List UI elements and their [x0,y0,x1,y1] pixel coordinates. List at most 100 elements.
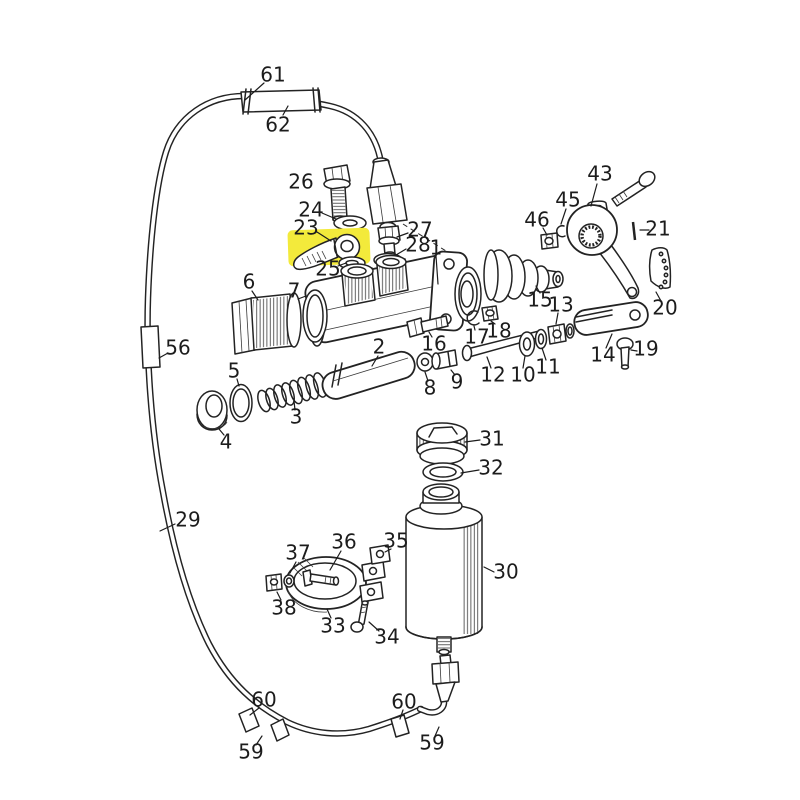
part-label-29: 29 [175,508,200,532]
lever-23 [293,233,361,271]
part-label-9: 9 [451,370,464,394]
pin-21 [631,221,637,241]
leader-line-28 [395,248,407,256]
part-label-61: 61 [260,63,285,87]
leader-line-29 [159,523,176,532]
reservoir-30 [405,483,483,656]
leader-line-8 [424,371,429,382]
pipe-sleeve-61 [240,87,322,115]
leader-line-38 [276,591,282,601]
leader-line-59 [434,726,440,737]
clip-45 [556,224,566,238]
leader-line-56 [158,352,169,359]
part-label-60: 60 [391,690,416,714]
leader-line-4 [218,428,225,436]
leader-line-3 [293,400,296,411]
part-label-15: 15 [527,288,552,312]
part-label-35: 35 [383,529,408,553]
leader-line-59 [255,735,263,746]
part-label-2: 2 [373,335,386,359]
fitting-9 [431,349,458,370]
part-label-17: 17 [464,325,489,349]
bracket-35 [369,544,391,565]
part-label-62: 62 [265,113,290,137]
part-label-23: 23 [293,216,318,240]
nut-18 [481,305,499,322]
leader-line-27 [396,232,409,238]
outlet-fitting [431,654,460,703]
part-label-6: 6 [243,270,256,294]
part-label-13: 13 [548,293,573,317]
leader-line-23 [316,231,332,242]
clevis-pin-19 [616,337,634,370]
leader-line-1 [435,255,439,285]
part-label-16: 16 [421,332,446,356]
nut-46 [540,232,559,250]
leader-line-33 [326,608,332,619]
part-label-3: 3 [290,405,303,429]
part-label-56: 56 [165,336,190,360]
leader-line-19 [630,349,638,352]
leader-line-9 [450,369,456,376]
part-label-1: 1 [430,236,443,260]
part-label-19: 19 [633,337,658,361]
part-label-38: 38 [271,596,296,620]
bolt-16 [406,315,449,338]
part-label-18: 18 [486,319,511,343]
leader-line-30 [483,566,495,573]
seal-ring-5 [229,383,253,423]
part-label-25: 25 [315,257,340,281]
part-label-8: 8 [424,376,437,400]
part-label-12: 12 [480,363,505,387]
reservoir-cap-31 [416,422,468,465]
leader-line-11 [541,347,547,361]
rubber-boot-15 [483,249,564,303]
leader-line-43 [590,183,598,207]
lever-arm-43 [566,200,640,300]
leader-line-7 [297,295,307,300]
part-label-59: 59 [419,731,444,755]
bolt-26 [323,164,351,223]
part-label-32: 32 [478,456,503,480]
washer-37 [283,574,295,588]
leader-line-16 [428,331,433,338]
o-ring-7 [302,289,328,343]
hose-clips [238,707,410,742]
leader-line-20 [655,291,662,302]
pinch-bolt [611,170,656,207]
leader-line-35 [384,548,392,553]
part-label-7: 7 [288,279,301,303]
circlip-17 [466,310,480,326]
part-label-36: 36 [331,530,356,554]
small-ring [565,323,575,339]
leader-line-36 [329,550,342,571]
part-label-11: 11 [535,355,560,379]
washer-8 [416,352,434,372]
part-label-27: 27 [407,218,432,242]
leader-line-62 [282,105,289,116]
part-label-21: 21 [645,217,670,241]
hose-clip-left-2 [270,718,290,742]
grommet-4 [196,390,228,431]
part-label-33: 33 [320,614,345,638]
leader-line-14 [605,333,613,349]
bolt-34 [350,600,369,633]
clevis-14 [573,301,649,336]
clamp-band-33 [285,556,367,613]
master-cylinder-body [304,250,482,347]
part-label-46: 46 [524,208,549,232]
clamp-lugs [359,560,386,603]
leader-line-2 [371,355,379,367]
leader-line-46 [542,227,548,236]
part-label-4: 4 [220,430,233,454]
part-label-28: 28 [405,233,430,257]
part-label-14: 14 [590,343,615,367]
leader-line-61 [244,82,265,101]
toothed-segment-20 [648,247,672,290]
leader-line-13 [555,312,559,325]
hose-clip-60-right [390,714,410,738]
washer-24 [333,215,367,231]
washer-10 [518,331,536,357]
